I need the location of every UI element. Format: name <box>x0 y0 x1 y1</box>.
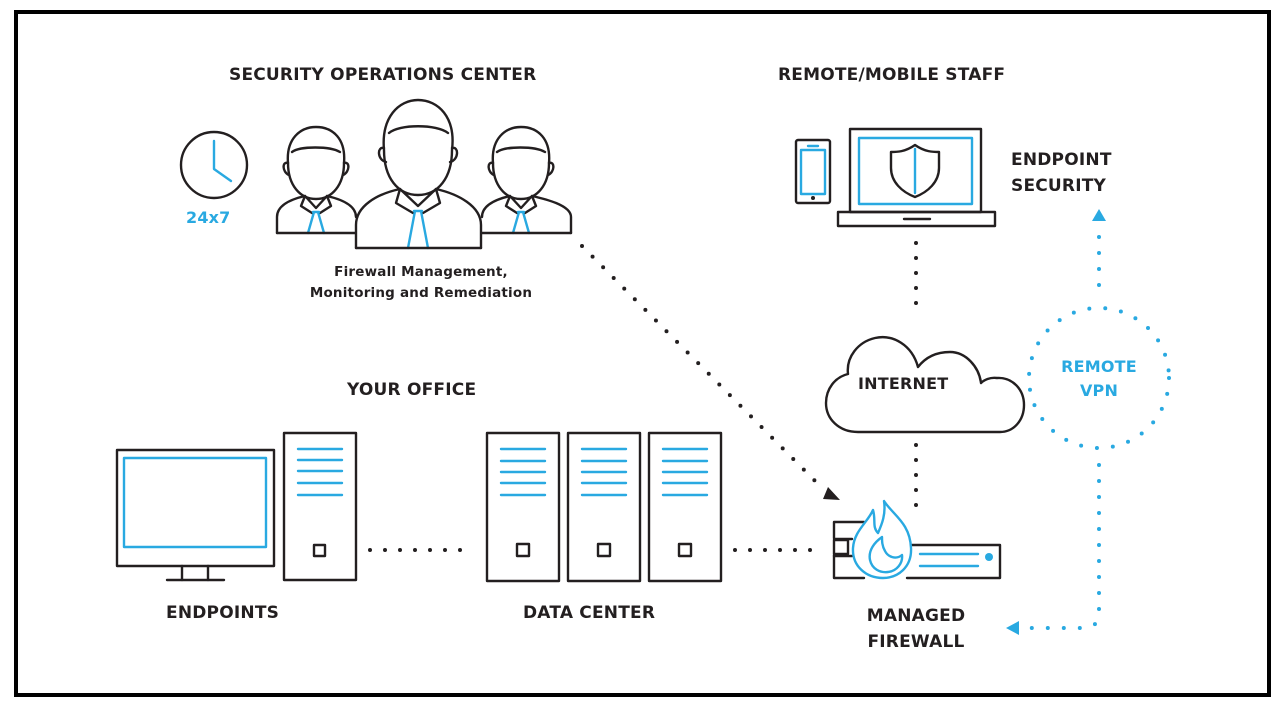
firewall-flame-icon <box>832 499 1002 580</box>
server-3-icon <box>647 431 723 583</box>
your-office-title: YOUR OFFICE <box>347 380 477 400</box>
diagram-frame <box>14 10 1271 697</box>
endpoint-security-label: ENDPOINT SECURITY <box>1011 147 1112 199</box>
soc-caption-line2: Monitoring and Remediation <box>309 285 533 301</box>
shield-icon <box>889 143 941 199</box>
datacenter-label: DATA CENTER <box>523 603 656 623</box>
clock-24x7-label: 24x7 <box>186 208 231 227</box>
server-2-icon <box>566 431 642 583</box>
laptop-icon <box>836 127 997 228</box>
soc-to-firewall-connector <box>580 244 824 490</box>
endpoints-label: ENDPOINTS <box>166 603 280 623</box>
vpn-loop <box>1027 306 1171 450</box>
endpoint-security-line1: ENDPOINT <box>1011 150 1112 170</box>
vpn-arrow-up <box>1092 209 1106 221</box>
desktop-monitor-icon <box>115 448 276 582</box>
remote-vpn-label: REMOTE VPN <box>1049 355 1149 403</box>
endpoint-security-line2: SECURITY <box>1011 176 1107 196</box>
remote-staff-title: REMOTE/MOBILE STAFF <box>778 65 1006 85</box>
vpn-arrow-left <box>1006 621 1019 635</box>
cloud-icon <box>824 335 1026 434</box>
internet-label: INTERNET <box>858 374 949 393</box>
analyst-person-left-icon <box>275 125 362 235</box>
smartphone-icon <box>794 138 832 205</box>
managed-firewall-label: MANAGED FIREWALL <box>848 603 984 655</box>
remote-vpn-line2: VPN <box>1079 381 1119 400</box>
clock-icon <box>179 130 249 200</box>
soc-caption: Firewall Management, Monitoring and Reme… <box>281 262 561 304</box>
lead-analyst-person-icon <box>354 98 483 250</box>
managed-firewall-line2: FIREWALL <box>867 632 965 652</box>
server-1-icon <box>485 431 561 583</box>
managed-firewall-line1: MANAGED <box>866 606 966 626</box>
vpn-to-firewall-connector <box>1028 463 1101 630</box>
remote-vpn-line1: REMOTE <box>1061 357 1137 376</box>
tower-pc-icon <box>282 431 358 582</box>
soc-title: SECURITY OPERATIONS CENTER <box>229 65 537 85</box>
soc-caption-line1: Firewall Management, <box>334 264 508 280</box>
soc-arrow-head <box>823 487 840 500</box>
analyst-person-right-icon <box>480 125 573 235</box>
